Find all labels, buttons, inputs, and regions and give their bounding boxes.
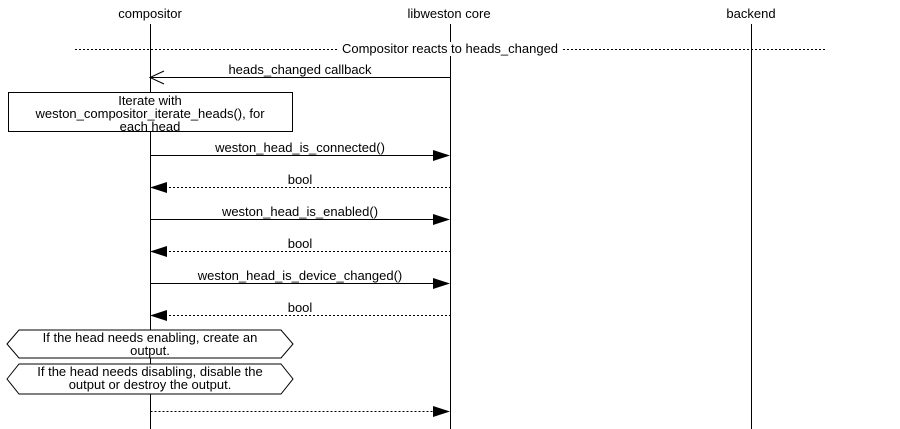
message-arrow-bool-1 [150, 182, 451, 193]
message-label-bool-1: bool [287, 172, 313, 187]
message-arrow-bool-2 [150, 246, 451, 257]
filled-arrowhead-icon [433, 406, 450, 417]
filled-arrowhead-icon [150, 310, 167, 321]
message-arrow-heads-changed-callback [148, 70, 451, 85]
message-arrow-weston-head-is-connected [150, 150, 450, 161]
note-line: If the head needs disabling, disable the [37, 364, 263, 379]
note-line: weston_compositor_iterate_heads(), for [35, 106, 265, 121]
note-line: output. [130, 343, 170, 358]
filled-arrowhead-icon [433, 214, 450, 225]
note-angular-disabling [6, 363, 294, 395]
message-label-heads-changed-callback: heads_changed callback [228, 62, 372, 77]
filled-arrowhead-icon [150, 246, 167, 257]
message-arrow-weston-head-is-enabled [150, 214, 450, 225]
note-text-iterate-heads: Iterate with weston_compositor_iterate_h… [35, 94, 264, 133]
note-text-disabling: If the head needs disabling, disable the… [37, 365, 263, 391]
message-arrow-bool-3 [150, 310, 451, 321]
participant-label-backend: backend [726, 6, 776, 21]
note-box-iterate-heads [8, 92, 293, 132]
note-line: Iterate with [118, 93, 182, 108]
message-label-weston-head-is-connected: weston_head_is_connected() [215, 140, 385, 155]
participant-label-compositor: compositor [118, 6, 182, 21]
filled-arrowhead-icon [433, 278, 450, 289]
message-label-weston-head-is-device-changed: weston_head_is_device_changed() [197, 268, 403, 283]
note-angular-enabling [6, 329, 294, 359]
message-label-bool-2: bool [287, 236, 313, 251]
note-line: each head [119, 119, 181, 134]
note-line: If the head needs enabling, create an [42, 330, 258, 345]
filled-arrowhead-icon [150, 182, 167, 193]
message-arrow-unlabeled-return [150, 406, 450, 417]
note-line: output or destroy the output. [68, 377, 232, 392]
filled-arrowhead-icon [433, 150, 450, 161]
note-text-enabling: If the head needs enabling, create an ou… [43, 331, 258, 357]
participant-label-libweston-core: libweston core [407, 6, 491, 21]
message-label-weston-head-is-enabled: weston_head_is_enabled() [221, 204, 379, 219]
open-arrowhead-icon [148, 70, 165, 85]
message-arrow-weston-head-is-device-changed [150, 278, 450, 289]
section-title: Compositor reacts to heads_changed [338, 42, 562, 56]
message-label-bool-3: bool [287, 300, 313, 315]
